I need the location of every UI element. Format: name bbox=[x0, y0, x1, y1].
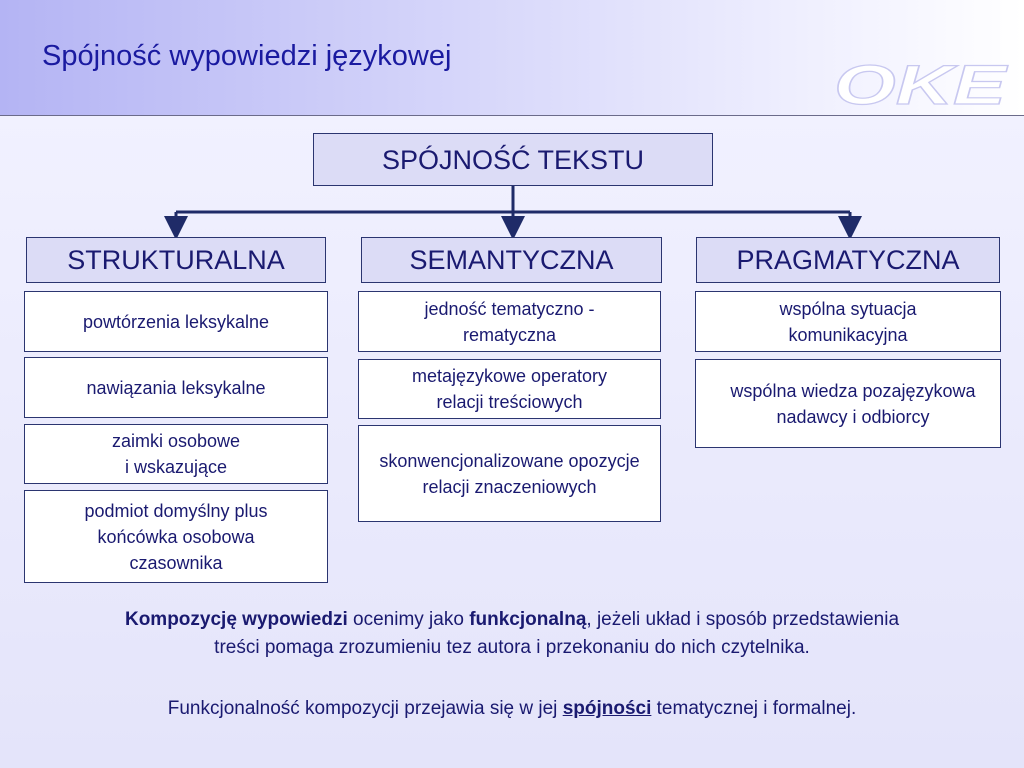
bold-funkcjonalna: funkcjonalną bbox=[469, 609, 587, 630]
text-tresci: treści pomaga zrozumieniu tez autora i p… bbox=[214, 637, 810, 658]
item-pragmatyczna-1: wspólna sytuacja komunikacyjna bbox=[695, 291, 1001, 352]
item-semantyczna-2: metajęzykowe operatory relacji treściowy… bbox=[358, 359, 661, 419]
text-ocenimy: ocenimy jako bbox=[347, 609, 470, 630]
text-tematycznej: tematycznej i formalnej. bbox=[651, 698, 857, 719]
page-title: Spójność wypowiedzi językowej bbox=[42, 40, 452, 72]
oke-logo-text: OKE bbox=[834, 56, 1008, 110]
oke-logo: OKE bbox=[833, 56, 1009, 110]
paragraph-composition: Kompozycję wypowiedzi ocenimy jako funkc… bbox=[0, 606, 1024, 662]
item-strukturalna-4: podmiot domyślny plus końcówka osobowa c… bbox=[24, 490, 328, 583]
item-strukturalna-3: zaimki osobowe i wskazujące bbox=[24, 424, 328, 484]
item-pragmatyczna-2: wspólna wiedza pozajęzykowa nadawcy i od… bbox=[695, 359, 1001, 448]
item-semantyczna-1: jedność tematyczno - rematyczna bbox=[358, 291, 661, 352]
heading-pragmatyczna: PRAGMATYCZNA bbox=[696, 237, 1000, 283]
header-band: Spójność wypowiedzi językowej OKE bbox=[0, 0, 1024, 116]
heading-semantyczna: SEMANTYCZNA bbox=[361, 237, 662, 283]
text-jezeli: , jeżeli układ i sposób przedstawienia bbox=[586, 609, 900, 630]
root-node: SPÓJNOŚĆ TEKSTU bbox=[313, 133, 713, 186]
heading-strukturalna: STRUKTURALNA bbox=[26, 237, 326, 283]
item-strukturalna-2: nawiązania leksykalne bbox=[24, 357, 328, 418]
underlined-spojnosci: spójności bbox=[562, 698, 652, 719]
item-strukturalna-1: powtórzenia leksykalne bbox=[24, 291, 328, 352]
paragraph-functionality: Funkcjonalność kompozycji przejawia się … bbox=[0, 695, 1024, 723]
item-semantyczna-3: skonwencjonalizowane opozycje relacji zn… bbox=[358, 425, 661, 522]
text-funkcjonalnosc: Funkcjonalność kompozycji przejawia się … bbox=[167, 698, 563, 719]
bold-kompozycje: Kompozycję wypowiedzi bbox=[124, 609, 348, 630]
